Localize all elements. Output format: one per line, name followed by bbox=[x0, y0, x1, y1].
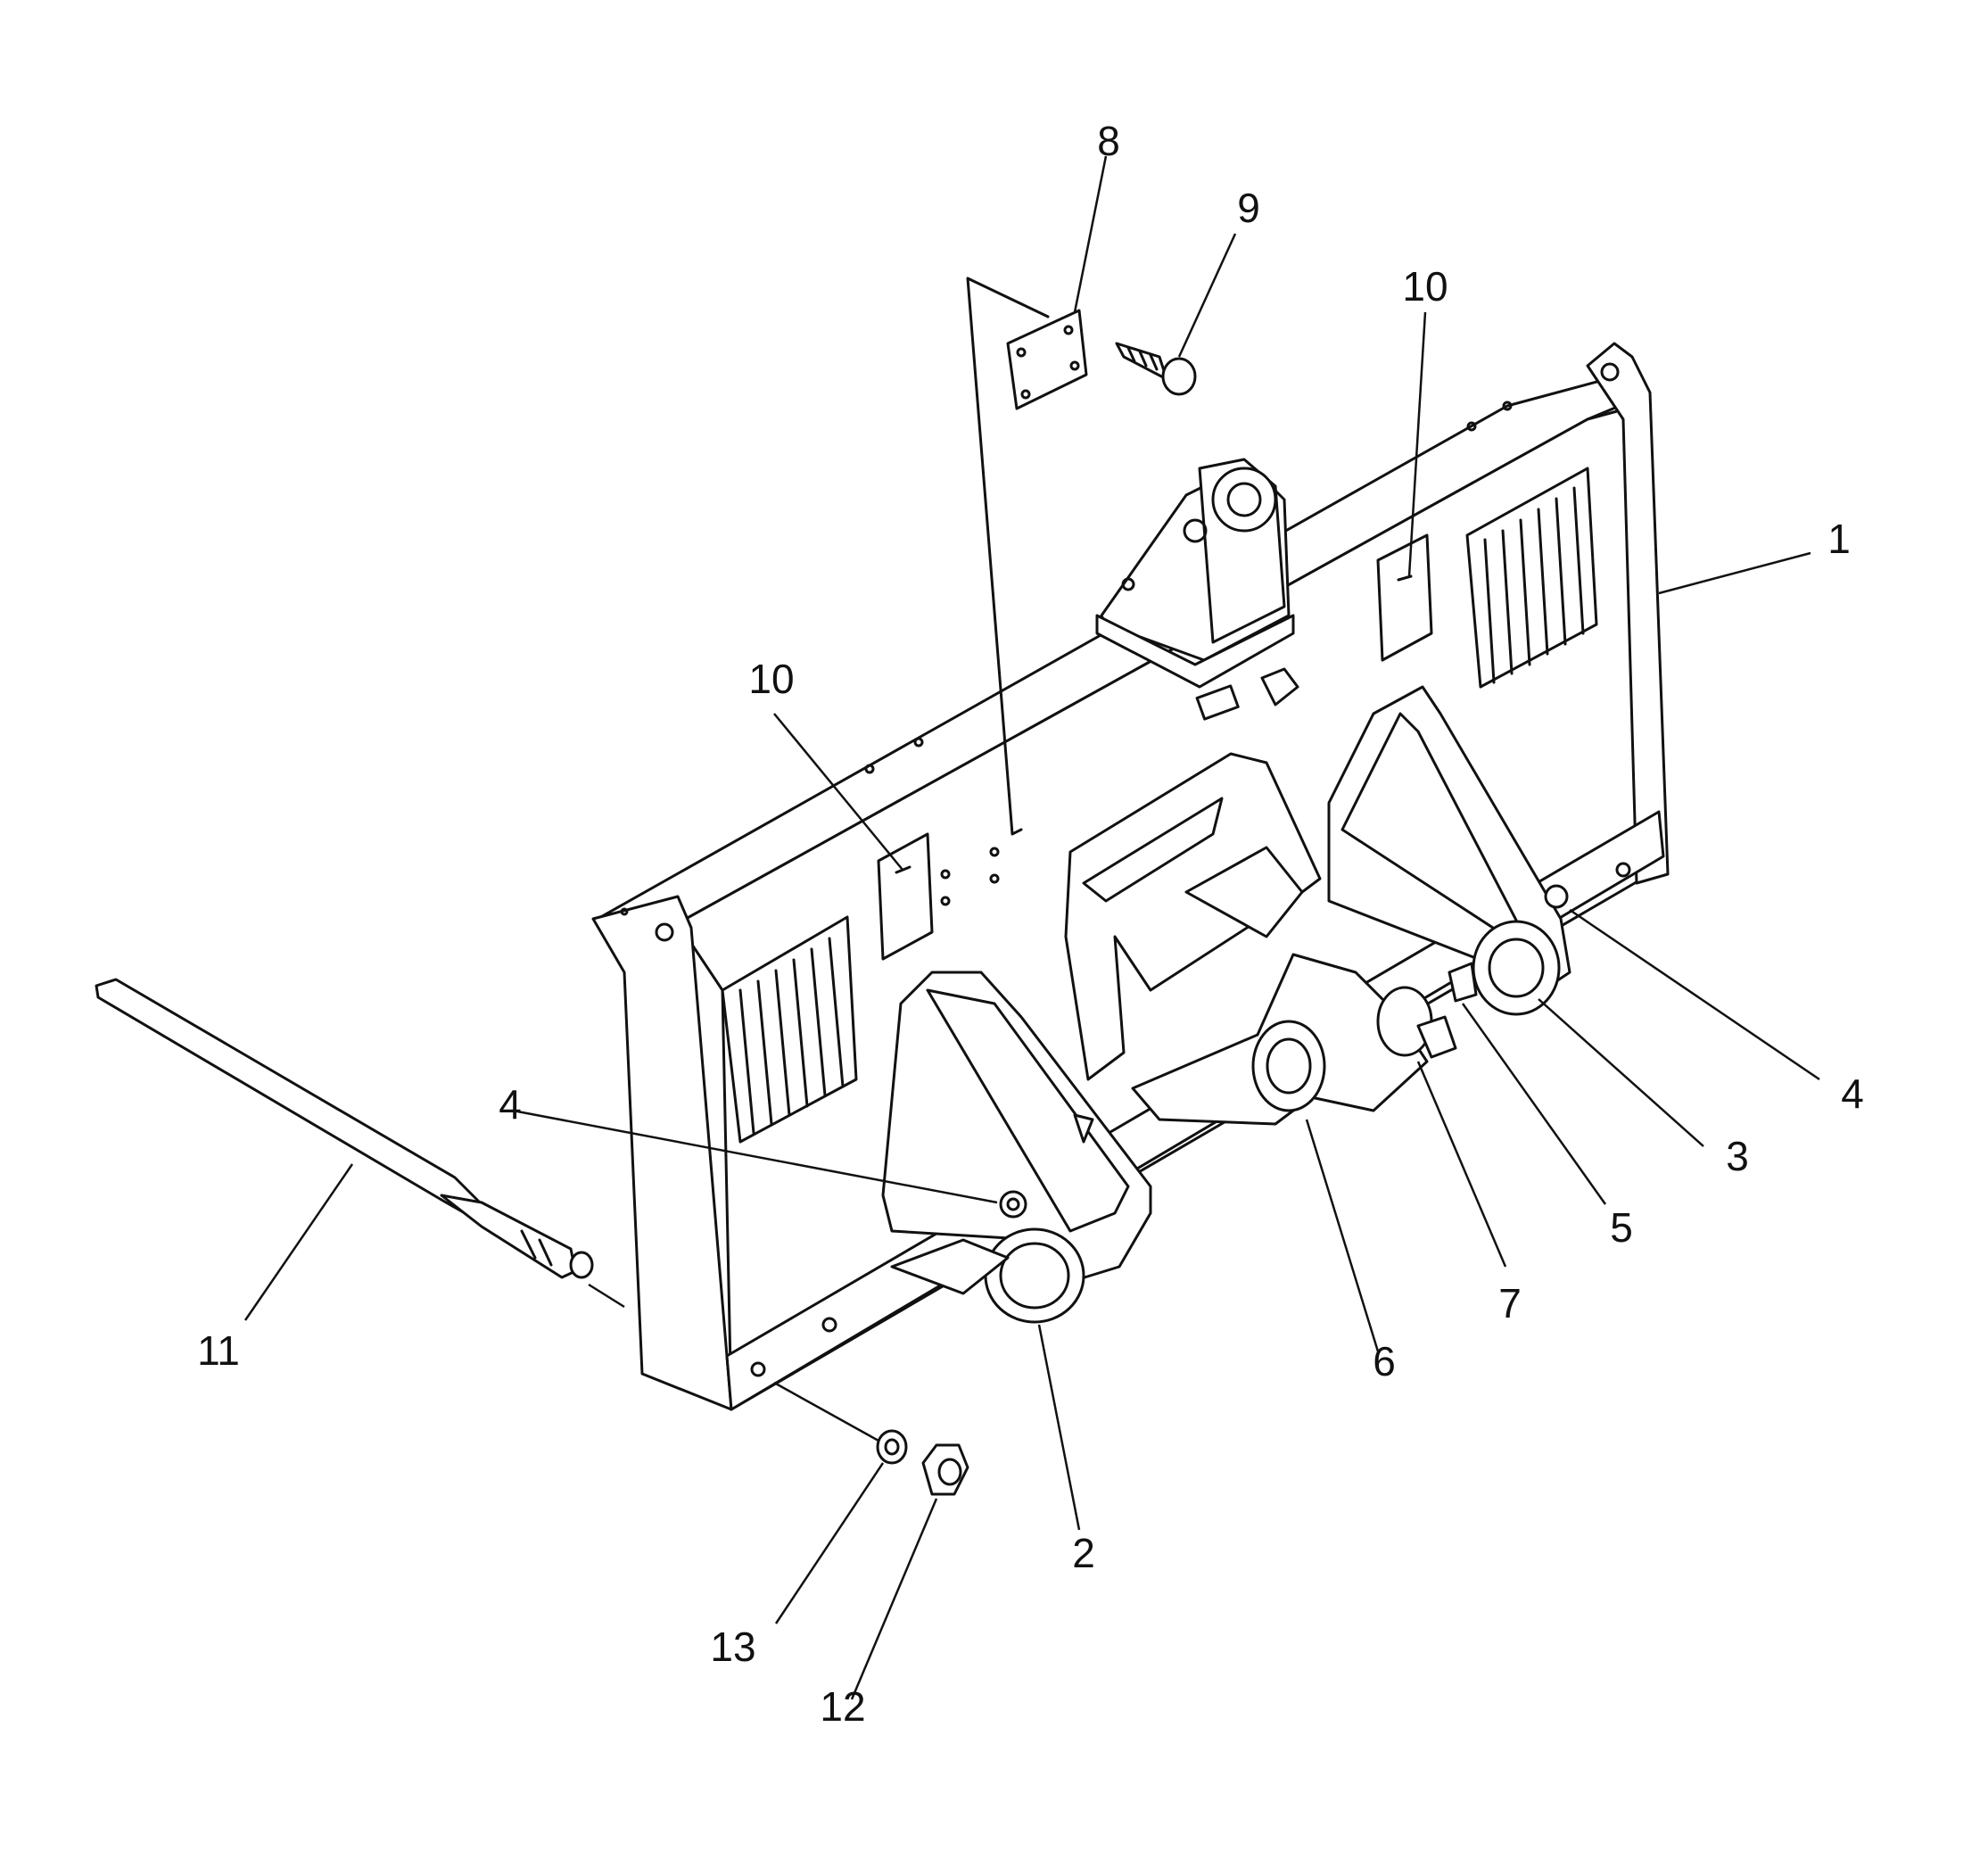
callout-13: 13 bbox=[710, 1624, 755, 1670]
decal-left bbox=[877, 832, 934, 961]
right-arm bbox=[1327, 685, 1571, 1016]
callout-7: 7 bbox=[1498, 1280, 1522, 1326]
callout-9: 9 bbox=[1237, 185, 1260, 231]
washer bbox=[876, 1429, 908, 1465]
callout-10-right: 10 bbox=[1402, 263, 1448, 310]
name-plate-assembly bbox=[940, 277, 1088, 906]
callout-2: 2 bbox=[1072, 1530, 1095, 1576]
tine-pin bbox=[95, 978, 594, 1279]
left-vent-louvers bbox=[721, 915, 858, 1144]
callout-1: 1 bbox=[1827, 516, 1851, 562]
callout-11: 11 bbox=[197, 1327, 240, 1374]
callout-4-left: 4 bbox=[499, 1081, 522, 1128]
callout-5: 5 bbox=[1610, 1204, 1633, 1251]
callout-6: 6 bbox=[1373, 1338, 1396, 1384]
left-arm bbox=[881, 971, 1152, 1324]
callout-10-left: 10 bbox=[748, 656, 794, 702]
nut bbox=[921, 1443, 969, 1496]
leader-lines bbox=[243, 155, 1820, 1700]
callout-4-right: 4 bbox=[1841, 1070, 1864, 1117]
callout-3: 3 bbox=[1726, 1133, 1749, 1179]
top-center-bracket bbox=[1095, 458, 1299, 721]
callout-12: 12 bbox=[820, 1683, 865, 1730]
center-lug bbox=[1131, 953, 1457, 1126]
right-vent-louvers bbox=[1465, 467, 1598, 689]
screw bbox=[1115, 342, 1197, 396]
callout-8: 8 bbox=[1097, 118, 1120, 164]
center-bracket bbox=[1064, 752, 1322, 1081]
callouts: 1 2 3 4 4 5 6 7 8 9 10 10 11 12 13 bbox=[197, 118, 1864, 1730]
